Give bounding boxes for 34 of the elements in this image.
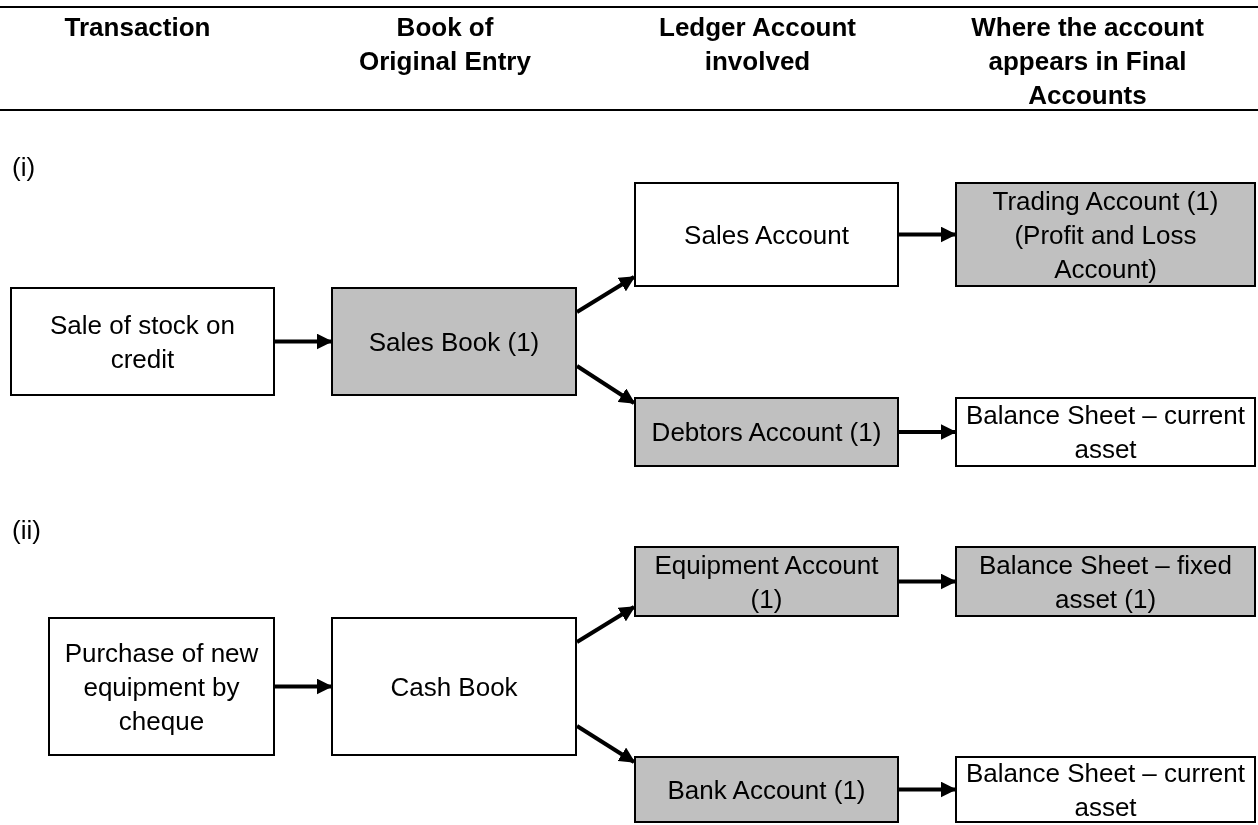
process-box: [634, 756, 899, 823]
box-text: Sales Account: [684, 218, 849, 252]
section-marker: (i): [12, 151, 36, 184]
arrow: [275, 678, 333, 695]
arrow: [899, 781, 957, 798]
box-text: Trading Account (1) (Profit and Loss Account): [991, 184, 1220, 286]
box-text: Debtors Account (1): [651, 416, 882, 449]
arrow: [899, 573, 957, 590]
column-heading: Transaction: [63, 11, 212, 44]
process-box: [634, 182, 899, 287]
process-box: [955, 546, 1256, 617]
box-text: Bank Account (1): [667, 773, 866, 807]
arrow: [275, 333, 333, 350]
process-box: [634, 397, 899, 467]
box-text: Sales Book (1): [368, 325, 540, 359]
process-box: [48, 617, 275, 756]
box-text: Sale of stock on credit: [49, 308, 236, 376]
box-text: Equipment Account (1): [653, 548, 880, 616]
process-box: [331, 617, 577, 756]
process-box: [10, 287, 275, 396]
box-text: Balance Sheet – current asset: [965, 756, 1246, 824]
process-box: [634, 546, 899, 617]
arrow: [899, 226, 957, 243]
section-marker: (ii): [12, 514, 41, 547]
column-heading: Where the account appears in Final Accounts: [970, 11, 1205, 112]
column-heading: Book of Original Entry: [358, 11, 532, 78]
box-text: Balance Sheet – fixed asset (1): [978, 548, 1233, 616]
box-text: Cash Book: [390, 670, 518, 704]
column-heading: Ledger Account involved: [658, 11, 857, 78]
arrow: [899, 424, 957, 440]
box-text: Purchase of new equipment by cheque: [63, 636, 260, 738]
process-box: [955, 182, 1256, 287]
box-text: Balance Sheet – current asset: [965, 399, 1246, 466]
process-box: [331, 287, 577, 396]
